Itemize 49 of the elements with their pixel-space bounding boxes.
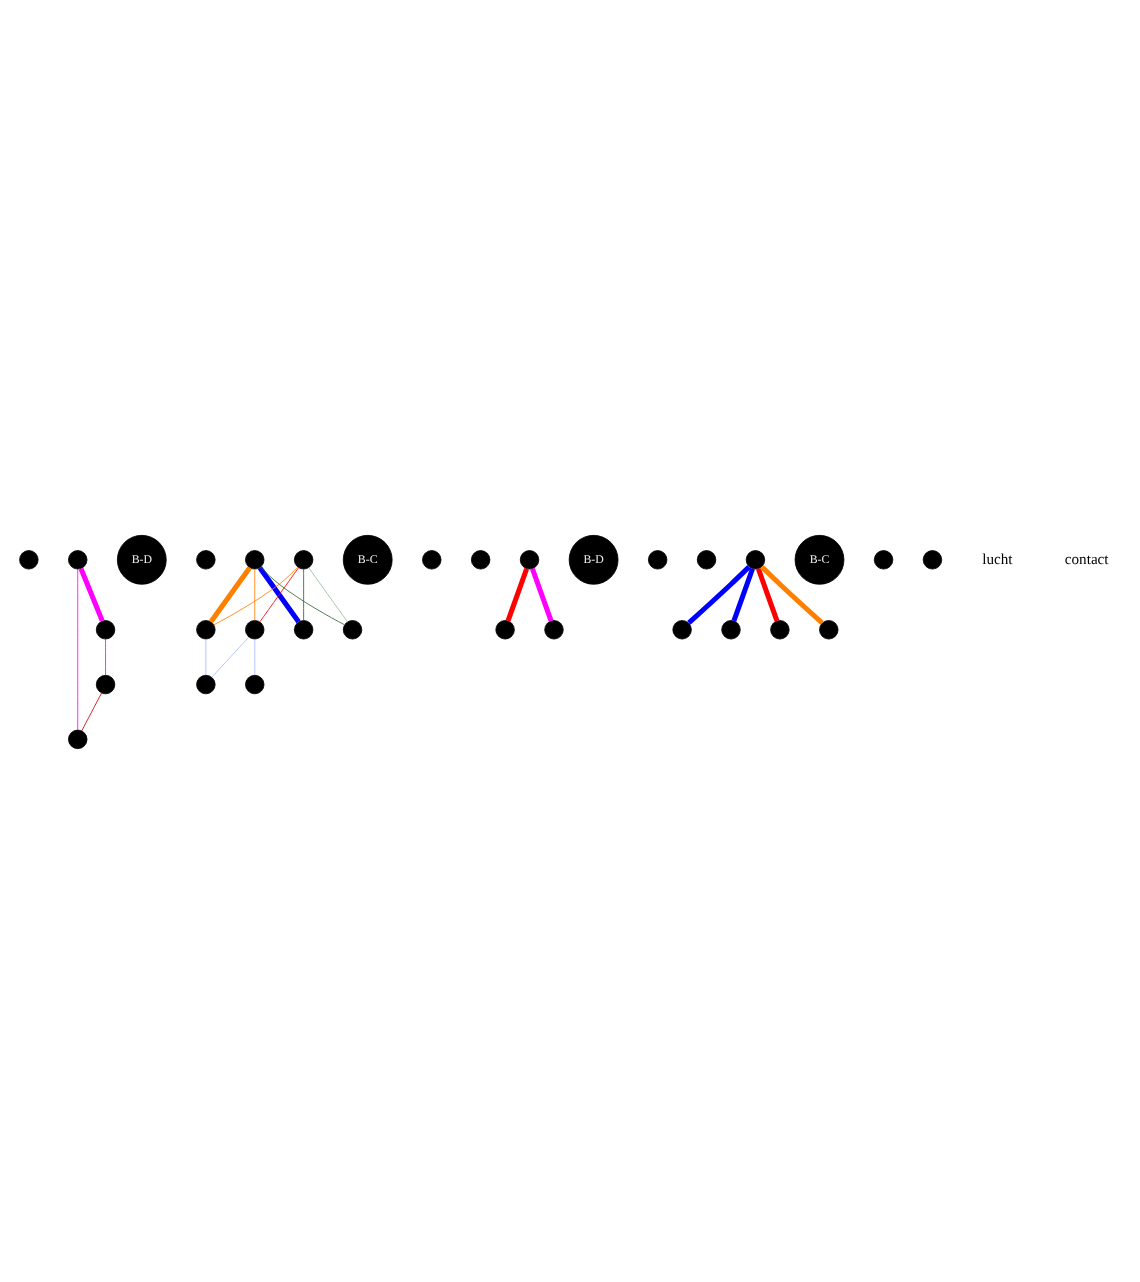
- node-circle: [68, 728, 88, 749]
- node-circle: [770, 619, 790, 639]
- node-circle: [745, 549, 766, 569]
- node-circle: [544, 619, 564, 639]
- connector: [78, 566, 105, 621]
- node-circle: [495, 619, 515, 639]
- connector: [208, 565, 252, 623]
- connector: [687, 564, 751, 624]
- node-circle: [519, 549, 540, 569]
- connector: [254, 567, 256, 620]
- connector: [213, 565, 298, 625]
- connector: [260, 565, 345, 625]
- connector: [211, 635, 250, 677]
- node-circle: [245, 549, 265, 569]
- node-circle: [696, 549, 717, 569]
- connector: [205, 637, 207, 675]
- label: lucht: [982, 548, 1013, 567]
- node-circle: [293, 619, 314, 639]
- node-circle: [245, 673, 265, 694]
- node-circle: [19, 549, 39, 569]
- connector: [303, 567, 305, 620]
- connector: [760, 564, 824, 624]
- node-circle: [196, 673, 216, 694]
- node-circle: [470, 549, 491, 569]
- connector: [755, 566, 780, 621]
- node-circle: [196, 549, 216, 569]
- node-circle: [922, 549, 943, 569]
- connector: [77, 567, 79, 730]
- node-circle: [721, 619, 741, 639]
- connector: [105, 637, 106, 675]
- node-circle: [672, 619, 692, 639]
- connector: [530, 566, 554, 621]
- node-circle: [245, 619, 265, 639]
- label: contact: [1064, 548, 1109, 567]
- node-circle: [819, 619, 839, 639]
- connector: [308, 566, 348, 622]
- node-circle: [422, 549, 442, 569]
- node-circle: [293, 549, 314, 569]
- connector: [254, 637, 256, 675]
- node-circle: [873, 549, 894, 569]
- connector: [81, 691, 102, 731]
- connector: [505, 566, 530, 621]
- connector: [731, 566, 755, 621]
- node-circle: [342, 619, 363, 639]
- node-circle: [95, 673, 116, 694]
- node-circle: [647, 549, 668, 569]
- node-circle: [95, 619, 116, 639]
- node-circle: [68, 549, 88, 569]
- node-circle: [196, 619, 216, 639]
